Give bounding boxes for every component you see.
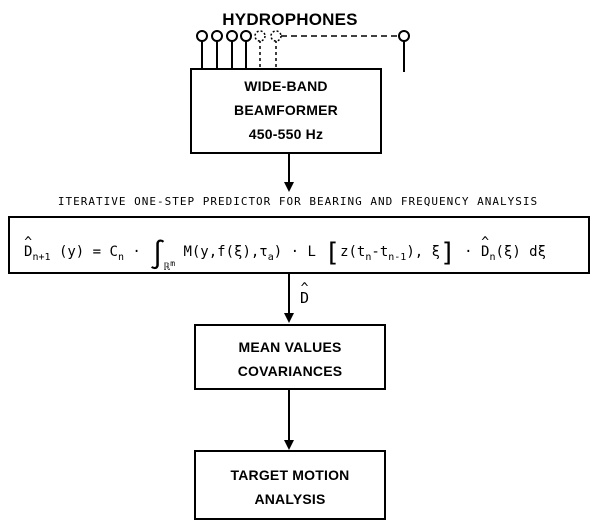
bracket-open: [ — [324, 238, 341, 268]
integral-sign: ∫ — [149, 238, 167, 271]
beamformer-line3: 450-550 Hz — [248, 126, 324, 142]
arrow-head-beamformer — [284, 182, 294, 192]
minus-t: -t — [371, 244, 389, 260]
arrow-mean-to-target — [288, 390, 290, 442]
arrow-beamformer-down — [288, 154, 290, 184]
tn-subscript: n — [365, 252, 372, 263]
mean-values-line2: COVARIANCES — [237, 363, 343, 379]
predictor-caption: ITERATIVE ONE-STEP PREDICTOR FOR BEARING… — [57, 195, 539, 208]
lhs-argument: (y) = C — [58, 244, 118, 260]
tn1-subscript: n-1 — [388, 252, 407, 263]
d-hat-rhs: D — [481, 236, 490, 259]
cn-subscript: n — [117, 252, 124, 263]
arrow-head-target — [284, 440, 294, 450]
d-hat-lhs: D — [24, 236, 33, 259]
arrow-head-equation — [284, 313, 294, 323]
target-motion-line2: ANALYSIS — [254, 491, 326, 507]
z-term: z(t — [340, 244, 366, 260]
beamformer-line2: BEAMFORMER — [234, 102, 338, 118]
bracket-close: ] — [440, 238, 456, 268]
beamformer-line1: WIDE-BAND — [244, 78, 328, 94]
mean-values-line1: MEAN VALUES — [238, 339, 342, 355]
hydrophones-label: HYDROPHONES — [222, 10, 358, 29]
lhs-subscript: n+1 — [32, 252, 51, 263]
beamformer-box: WIDE-BAND BEAMFORMER 450-550 Hz — [190, 68, 382, 154]
target-motion-box: TARGET MOTION ANALYSIS — [194, 450, 386, 520]
dot-1: · — [132, 244, 141, 260]
rhs-argument: (ξ) dξ — [495, 244, 547, 260]
d-hat-output-label: D — [300, 282, 309, 306]
z-close: ), ξ — [406, 244, 441, 260]
term-l: L — [307, 244, 316, 260]
rhs-subscript: n — [489, 252, 496, 263]
term-m: M(y,f(ξ),τ — [183, 244, 268, 260]
equation-box: Dn+1 (y) = Cn · ∫ℝm M(y,f(ξ),τa) · L [z(… — [8, 216, 590, 274]
predictor-equation: Dn+1 (y) = Cn · ∫ℝm M(y,f(ξ),τa) · L [z(… — [24, 236, 547, 273]
integral-domain: ℝm — [164, 259, 176, 273]
mean-values-box: MEAN VALUES COVARIANCES — [194, 324, 386, 390]
dot-2: · — [290, 244, 300, 260]
hydrophone-array-diagram — [196, 30, 410, 72]
target-motion-line1: TARGET MOTION — [230, 467, 350, 483]
dot-3: · — [464, 244, 473, 260]
tau-subscript: a — [267, 252, 274, 263]
arrow-equation-down — [288, 274, 290, 316]
term-m-close: ) — [273, 244, 283, 260]
